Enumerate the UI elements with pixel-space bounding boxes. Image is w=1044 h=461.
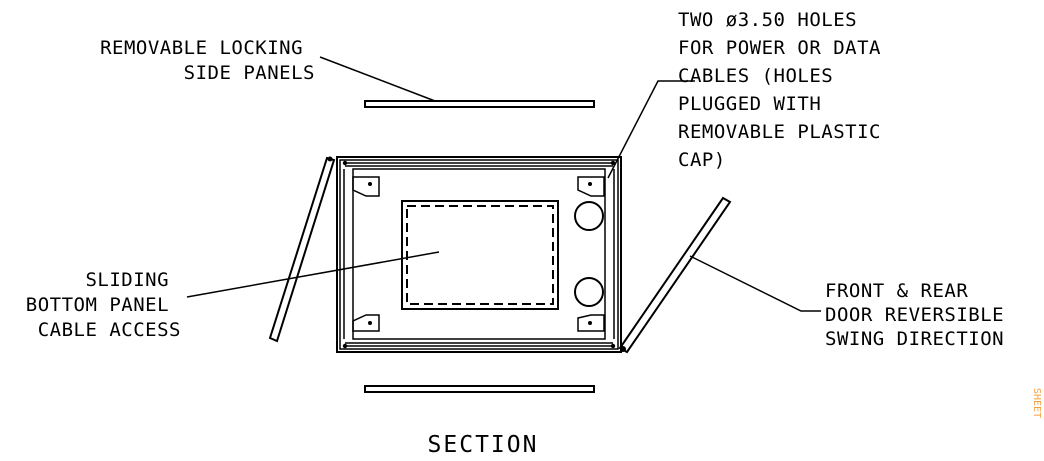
top-side-panel [364,100,595,108]
label-doors: FRONT & REAR DOOR REVERSIBLE SWING DIREC… [825,280,1016,350]
label-holes-line1: TWO ø3.50 HOLES [678,9,857,31]
label-doors-line3: SWING DIRECTION [825,328,1004,350]
label-holes: TWO ø3.50 HOLES FOR POWER OR DATA CABLES… [678,9,893,171]
label-holes-line6: CAP) [678,149,726,171]
label-side-panels-line1: REMOVABLE LOCKING [100,37,303,59]
cable-holes [574,201,604,307]
label-side-panels-line2: SIDE PANELS [184,62,315,84]
label-doors-line2: DOOR REVERSIBLE [825,304,1004,326]
label-holes-line2: FOR POWER OR DATA [678,37,881,59]
cabinet-frame [336,156,622,353]
leader-lines [186,56,821,312]
label-holes-line3: CABLES (HOLES [678,65,833,87]
label-bottom-panel: SLIDING BOTTOM PANEL CABLE ACCESS [26,269,181,341]
sliding-bottom-panel [401,200,559,310]
corner-brackets [352,176,605,332]
label-side-panels: REMOVABLE LOCKING SIDE PANELS [100,37,315,84]
edge-text: SHEET [1031,388,1042,418]
label-doors-line1: FRONT & REAR [825,280,968,302]
label-holes-line4: PLUGGED WITH [678,93,821,115]
section-title: SECTION [428,432,539,458]
label-bottom-panel-line3: CABLE ACCESS [38,319,181,341]
label-holes-line5: REMOVABLE PLASTIC [678,121,881,143]
right-door [618,196,732,354]
bottom-side-panel [364,385,595,393]
left-door [268,156,336,343]
label-bottom-panel-line1: SLIDING [85,269,169,291]
label-bottom-panel-line2: BOTTOM PANEL [26,294,169,316]
